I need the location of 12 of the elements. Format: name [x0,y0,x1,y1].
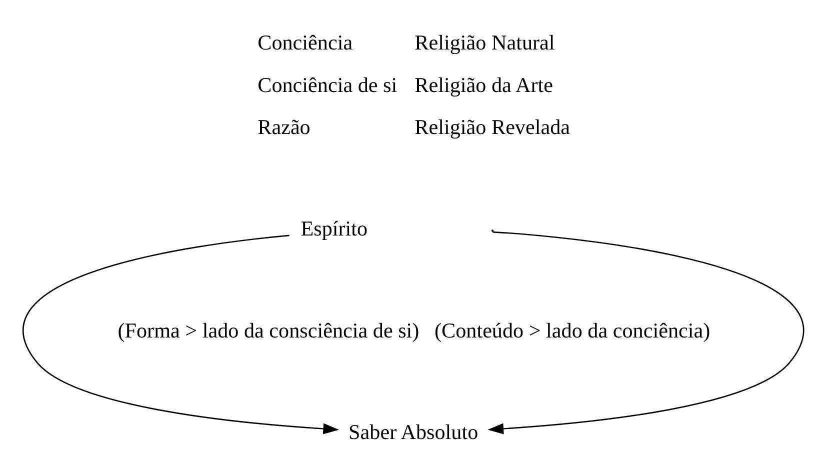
label: Religião da Arte [414,72,554,96]
label: Religião Revelada [414,114,570,139]
label: Conciência de si [258,72,398,96]
label: (Conteúdo > lado da conciência) [434,318,710,342]
label: Religião Natural [414,30,555,54]
label: Conciência [258,30,353,54]
arrow [488,230,804,434]
node-text: Saber Absoluto [348,419,478,444]
arrow [23,234,340,434]
node-text: Espírito [300,216,368,240]
label: Razão [258,114,310,139]
label: (Forma > lado da consciência de si) [118,318,420,342]
